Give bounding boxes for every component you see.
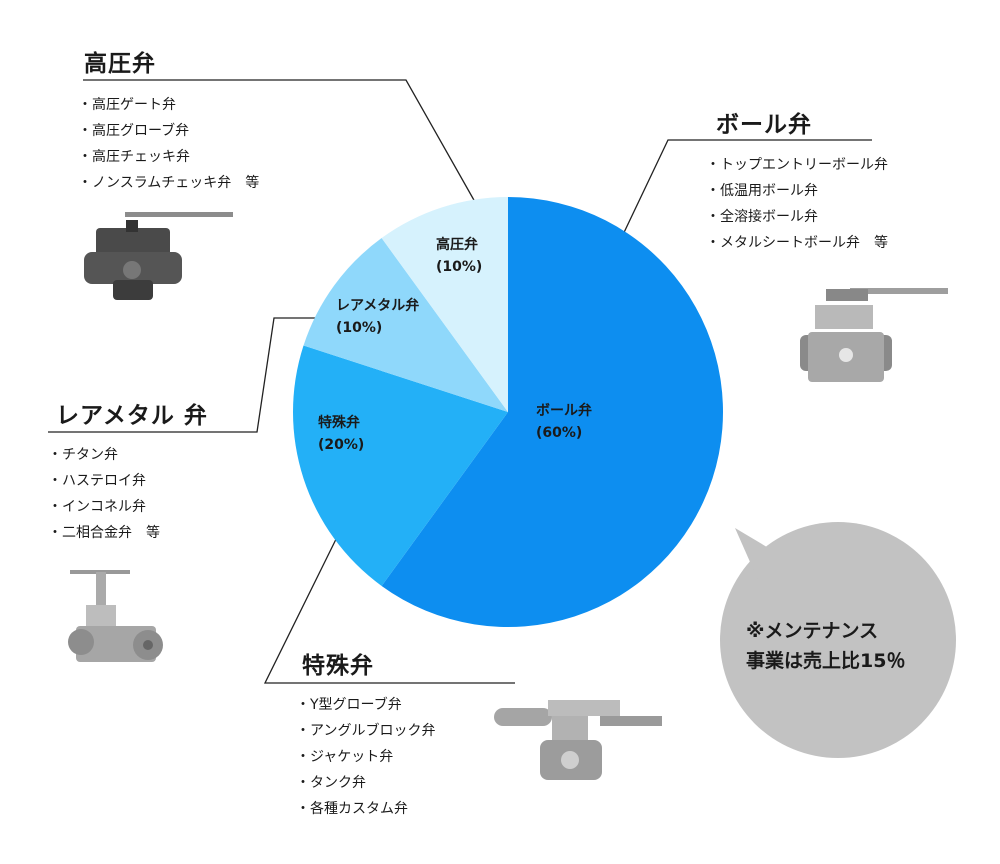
pie-slice-ball (381, 197, 723, 628)
high-pressure-heading: 高圧弁 (84, 51, 156, 77)
list-item: インコネル弁 (48, 494, 160, 520)
rare-metal-heading: レアメタル 弁 (56, 403, 208, 429)
list-item: 二相合金弁 等 (48, 520, 160, 546)
maintenance-note: ※メンテナンス 事業は売上比15％ (746, 616, 905, 676)
pie-chart (292, 197, 723, 628)
list-item: アングルブロック弁 (296, 718, 435, 744)
list-item: チタン弁 (48, 442, 160, 468)
rare-metal-valve-photo (68, 570, 163, 662)
list-item: メタルシートボール弁 等 (706, 230, 888, 256)
slice-name-ball: ボール弁 (536, 403, 592, 419)
slice-percent-high-pressure: (10%) (436, 259, 483, 275)
slice-label-ball: ボール弁 (60%) (536, 400, 592, 444)
maintenance-note-line1: ※メンテナンス (746, 620, 879, 642)
pie-slice-special (292, 345, 508, 586)
list-item: ハステロイ弁 (48, 468, 160, 494)
list-item: ノンスラムチェッキ弁 等 (78, 170, 259, 196)
ball-valve-list: トップエントリーボール弁 低温用ボール弁 全溶接ボール弁 メタルシートボール弁 … (706, 152, 888, 256)
slice-percent-special: (20%) (318, 437, 365, 453)
maintenance-note-bubble (720, 522, 956, 758)
list-item: 低温用ボール弁 (706, 178, 888, 204)
list-item: 全溶接ボール弁 (706, 204, 888, 230)
slice-label-special: 特殊弁 (20%) (318, 412, 364, 456)
special-valve-photo (494, 700, 662, 780)
rare-metal-list: チタン弁 ハステロイ弁 インコネル弁 二相合金弁 等 (48, 442, 160, 546)
high-pressure-valve-photo (84, 212, 233, 300)
list-item: 高圧チェッキ弁 (78, 144, 259, 170)
connector-high-pressure (83, 79, 493, 233)
slice-percent-ball: (60%) (536, 425, 583, 441)
maintenance-note-line2: 事業は売上比15％ (746, 650, 906, 672)
high-pressure-list: 高圧ゲート弁 高圧グローブ弁 高圧チェッキ弁 ノンスラムチェッキ弁 等 (78, 92, 259, 196)
list-item: Y型グローブ弁 (296, 692, 435, 718)
pie-slice-high-pressure (381, 197, 508, 412)
list-item: トップエントリーボール弁 (706, 152, 888, 178)
ball-valve-heading: ボール弁 (716, 112, 812, 138)
list-item: 高圧ゲート弁 (78, 92, 259, 118)
slice-label-rare-metal: レアメタル弁 (10%) (336, 295, 419, 339)
slice-name-rare-metal: レアメタル弁 (336, 298, 420, 314)
list-item: 高圧グローブ弁 (78, 118, 259, 144)
slice-name-high-pressure: 高圧弁 (436, 237, 478, 253)
special-valve-heading: 特殊弁 (302, 653, 374, 679)
special-valve-list: Y型グローブ弁 アングルブロック弁 ジャケット弁 タンク弁 各種カスタム弁 (296, 692, 435, 822)
list-item: ジャケット弁 (296, 744, 435, 770)
slice-label-high-pressure: 高圧弁 (10%) (436, 234, 482, 278)
list-item: 各種カスタム弁 (296, 796, 435, 822)
list-item: タンク弁 (296, 770, 435, 796)
slice-percent-rare-metal: (10%) (336, 320, 383, 336)
slice-name-special: 特殊弁 (318, 415, 360, 431)
ball-valve-photo (800, 288, 948, 382)
pie-slice-rare-metal (303, 238, 508, 412)
connector-special (263, 522, 515, 684)
